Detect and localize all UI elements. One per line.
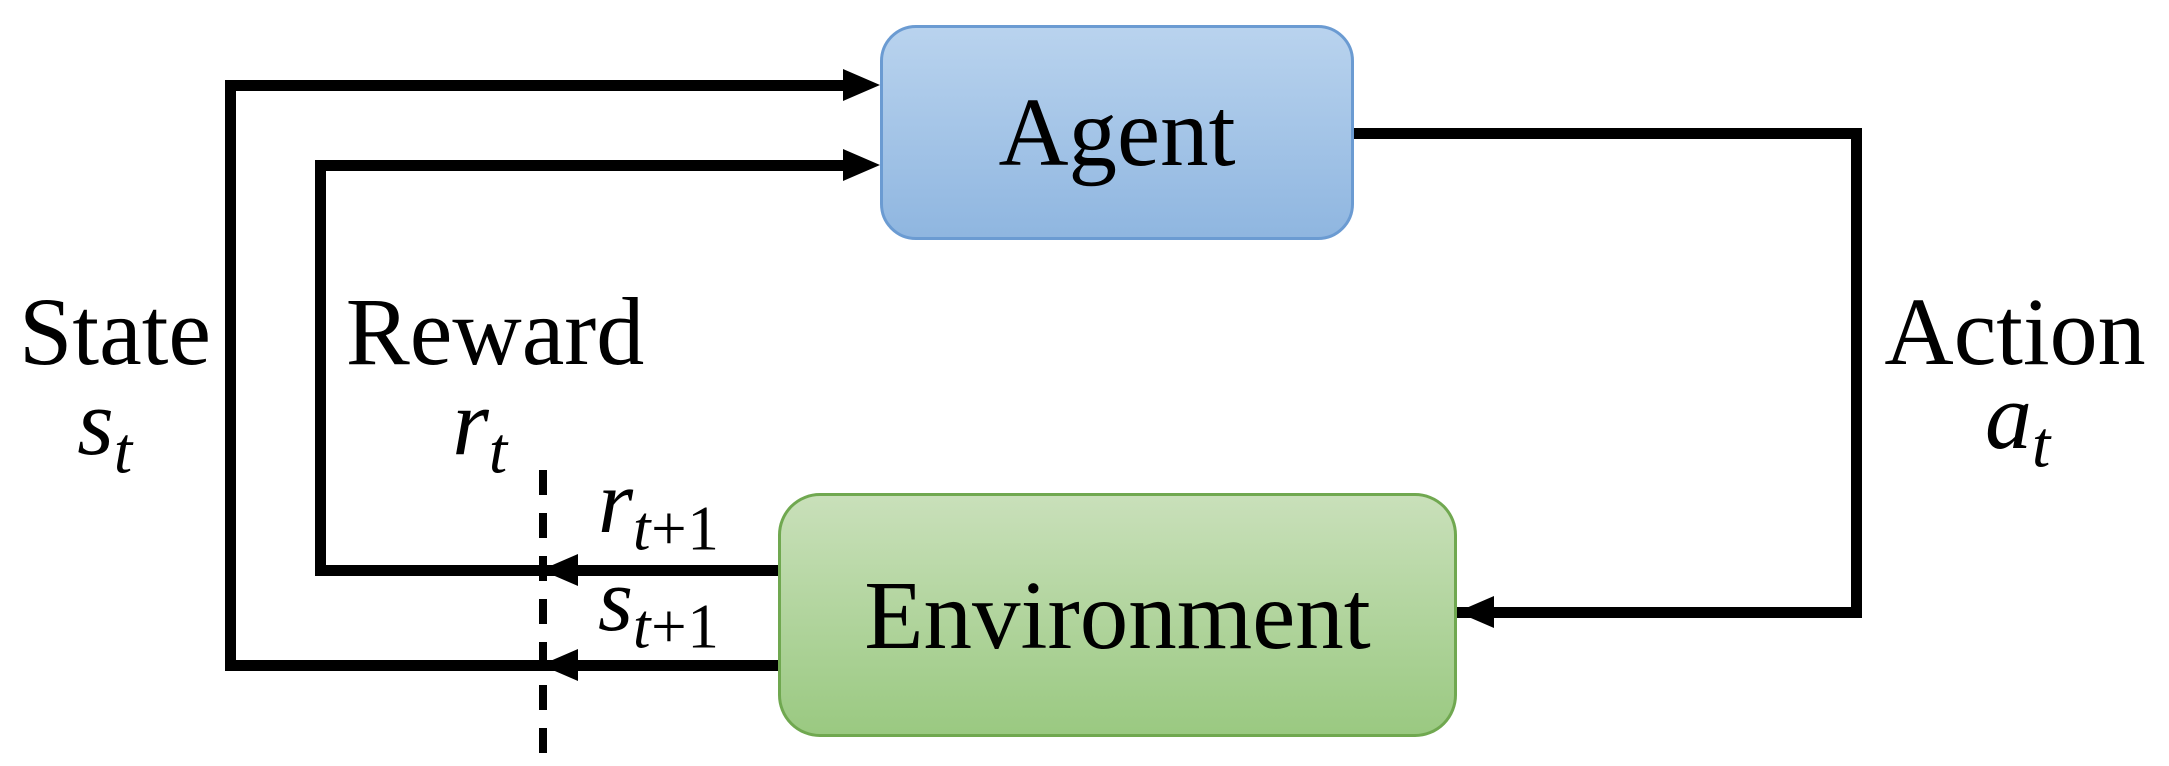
state-symbol: st [77, 371, 133, 488]
agent-box-label: Agent [998, 79, 1236, 186]
next-reward-arrowhead [541, 554, 578, 586]
reward-loop-vertical-line [315, 160, 326, 576]
next-reward-symbol: rt+1 [598, 453, 720, 564]
environment-box: Environment [778, 493, 1457, 737]
action-label: Action [1884, 278, 2146, 385]
reward-label: Reward [345, 278, 645, 385]
action-to-environment-arrowhead [1457, 596, 1494, 628]
agent-box: Agent [880, 25, 1354, 240]
reward-symbol: rt [452, 371, 508, 488]
state-to-agent-arrowhead [843, 69, 880, 101]
time-step-dashed-divider [539, 470, 547, 766]
state-label: State [19, 278, 211, 385]
next-state-from-environment-line [225, 660, 778, 671]
next-state-symbol: st+1 [598, 551, 720, 662]
state-to-agent-line [225, 80, 845, 91]
state-loop-vertical-line [225, 80, 236, 671]
reward-to-agent-arrowhead [843, 149, 880, 181]
agent-to-action-line [1354, 128, 1862, 139]
action-symbol: at [1985, 365, 2051, 482]
reward-to-agent-line [315, 160, 845, 171]
action-loop-vertical-line [1851, 128, 1862, 618]
action-to-environment-line [1457, 607, 1862, 618]
next-state-arrowhead [541, 649, 578, 681]
environment-box-label: Environment [864, 561, 1371, 669]
